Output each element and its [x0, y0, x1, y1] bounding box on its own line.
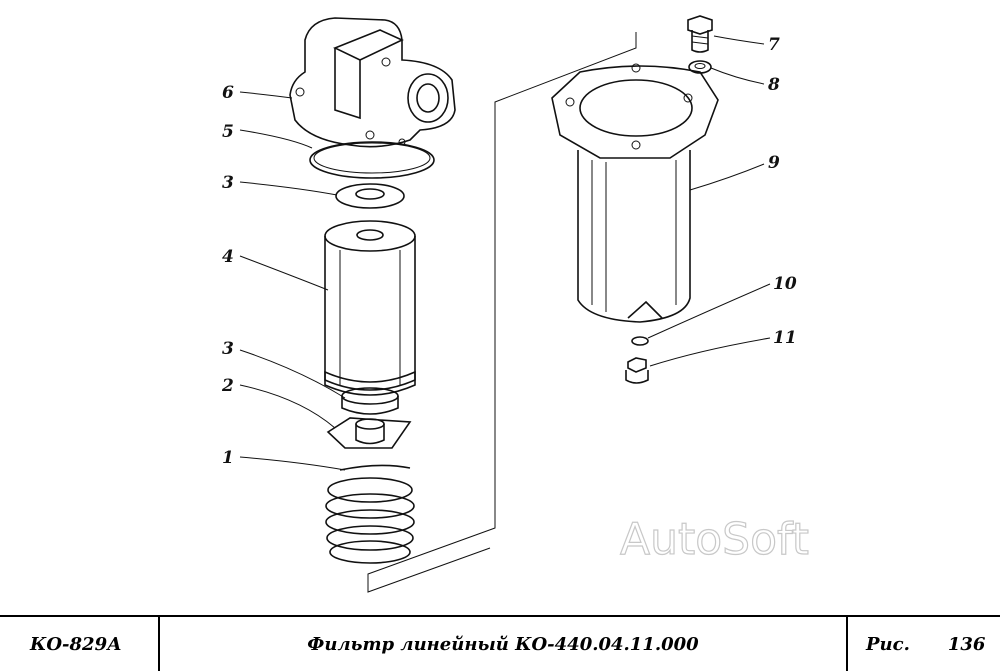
drain-plug-part	[625, 357, 649, 384]
callout-7: 7	[768, 35, 780, 55]
bracket-part	[326, 417, 412, 449]
o-ring-part	[309, 141, 435, 179]
exploded-view-drawing: 1 2 3 4 3 5 6 7 8 9 10 11 AutoSoft	[221, 15, 810, 593]
gasket-top-part	[335, 183, 405, 209]
figure-label: Рис.	[866, 633, 910, 655]
callout-11: 11	[773, 328, 797, 348]
callout-9: 9	[768, 153, 780, 173]
callout-4: 4	[222, 247, 234, 267]
callout-3-bottom: 3	[222, 339, 234, 359]
callout-10: 10	[773, 274, 797, 294]
callout-1: 1	[222, 448, 234, 468]
assembly-path-line	[367, 32, 637, 593]
bolt-part	[687, 15, 713, 53]
model-code: КО-829А	[30, 633, 122, 655]
drawing-title-cell: Фильтр линейный КО-440.04.11.000	[160, 617, 848, 671]
callout-8: 8	[767, 75, 780, 95]
filter-element-part	[324, 220, 416, 396]
small-ring-part	[631, 336, 649, 346]
gasket-bottom-part	[341, 387, 399, 415]
callout-2: 2	[221, 376, 234, 396]
leader-lines	[239, 35, 771, 471]
title-block: КО-829А Фильтр линейный КО-440.04.11.000…	[0, 615, 1000, 671]
filter-head-part	[289, 17, 456, 148]
figure-number: 136	[947, 633, 986, 655]
filter-housing-part	[551, 63, 719, 323]
drawing-title: Фильтр линейный КО-440.04.11.000	[307, 633, 699, 655]
watermark: AutoSoft	[620, 514, 809, 565]
figure-number-cell: Рис. 136	[848, 617, 1000, 671]
washer-part	[688, 60, 712, 74]
model-code-cell: КО-829А	[0, 617, 160, 671]
callout-5: 5	[222, 122, 234, 142]
callout-6: 6	[222, 83, 234, 103]
callout-3-top: 3	[222, 173, 234, 193]
spring-part	[325, 464, 415, 564]
